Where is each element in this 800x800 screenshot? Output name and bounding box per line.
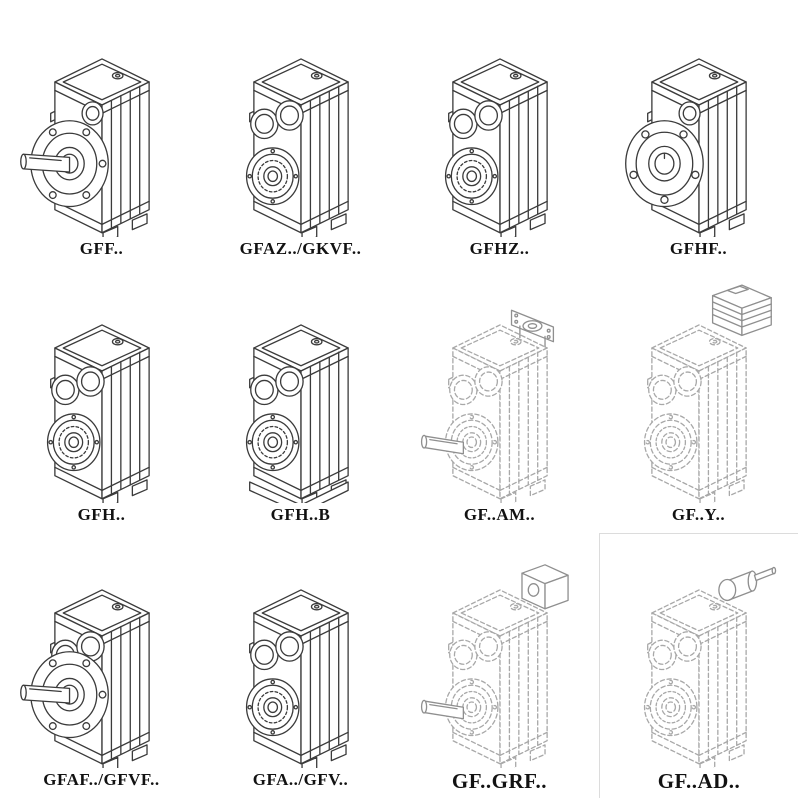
model-label: GFAZ../GKVF..	[239, 239, 362, 259]
catalog-cell-gf-y: GF..Y..	[599, 267, 798, 532]
catalog-cell-gfhf: GFHF..	[599, 2, 798, 267]
catalog-cell-gfaz-gkvf: GFAZ../GKVF..	[201, 2, 400, 267]
model-label: GFH..	[77, 504, 126, 524]
catalog-cell-gfa-gfv: GFA../GFV..	[201, 533, 400, 798]
model-label: GFHF..	[669, 239, 728, 259]
model-label: GF..AD..	[657, 769, 741, 793]
model-label: GFA../GFV..	[252, 770, 349, 789]
gearbox-drawing-gfh	[46, 323, 150, 503]
gearbox-drawing-gfaz-gkvf	[245, 58, 349, 238]
gearbox-drawing-gfaf-gfvf	[19, 589, 150, 768]
model-label: GF..AM..	[463, 504, 536, 524]
model-label: GFH..B	[270, 504, 331, 524]
catalog-cell-gfh-b: GFH..B	[201, 267, 400, 532]
gearbox-drawing-gf-ad	[643, 566, 777, 768]
model-label: GF..Y..	[671, 504, 726, 524]
model-label: GF..GRF..	[451, 769, 548, 793]
catalog-cell-gfh: GFH..	[2, 267, 201, 532]
model-label: GFHZ..	[469, 239, 530, 259]
catalog-cell-gf-grf: GF..GRF..	[400, 533, 599, 798]
gearbox-drawing-gf-y	[643, 284, 772, 503]
gearbox-drawing-gf-grf	[420, 564, 569, 768]
model-label: GFF..	[79, 239, 124, 259]
gearbox-drawing-gf-am	[420, 309, 554, 503]
gearbox-drawing-gfa-gfv	[245, 589, 349, 768]
gearbox-drawing-gfhf	[624, 58, 747, 238]
model-label: GFAF../GFVF..	[43, 770, 160, 789]
catalog-cell-gf-ad: GF..AD..	[599, 532, 798, 798]
catalog-cell-gfhz: GFHZ..	[400, 2, 599, 267]
catalog-cell-gf-am: GF..AM..	[400, 267, 599, 532]
gearbox-drawing-gfh-b	[245, 323, 349, 503]
catalog-cell-gff: GFF..	[2, 2, 201, 267]
catalog-cell-gfaf-gfvf: GFAF../GFVF..	[2, 533, 201, 798]
gearbox-drawing-gfhz	[444, 58, 548, 238]
gearbox-drawing-gff	[19, 58, 150, 238]
